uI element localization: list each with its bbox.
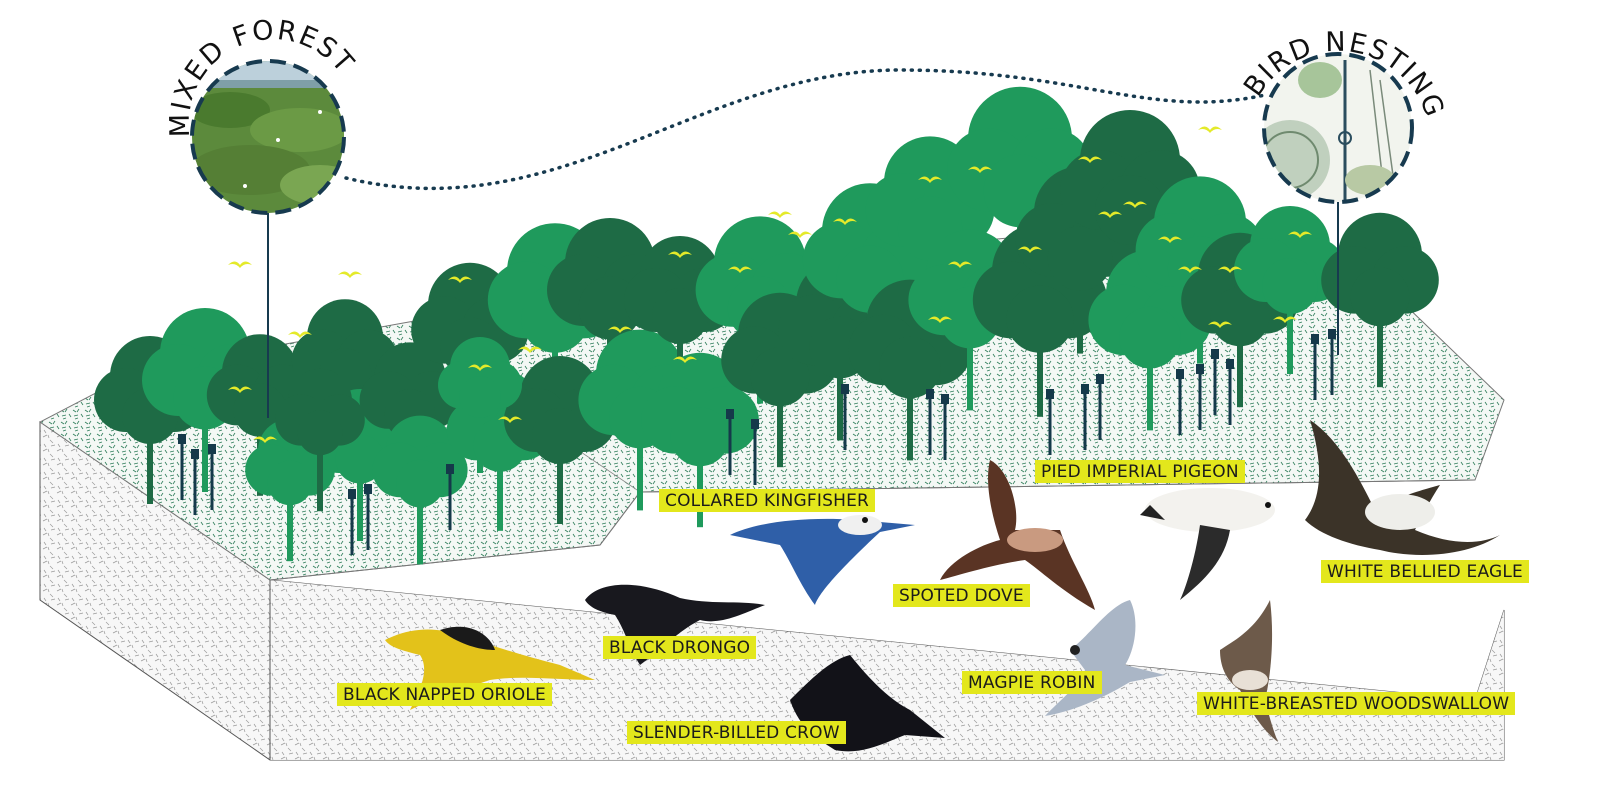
label-slender-billed-crow: SLENDER-BILLED CROW <box>627 721 846 744</box>
label-magpie-robin: MAGPIE ROBIN <box>962 671 1102 694</box>
label-white-bellied-eagle: WHITE BELLIED EAGLE <box>1321 560 1529 583</box>
label-white-breasted-woodswallow: WHITE-BREASTED WOODSWALLOW <box>1197 692 1515 715</box>
label-black-drongo: BLACK DRONGO <box>603 636 756 659</box>
label-spoted-dove: SPOTED DOVE <box>893 584 1030 607</box>
label-collared-kingfisher: COLLARED KINGFISHER <box>659 489 875 512</box>
label-black-napped-oriole: BLACK NAPPED ORIOLE <box>337 683 552 706</box>
label-pied-imperial-pigeon: PIED IMPERIAL PIGEON <box>1035 460 1245 483</box>
